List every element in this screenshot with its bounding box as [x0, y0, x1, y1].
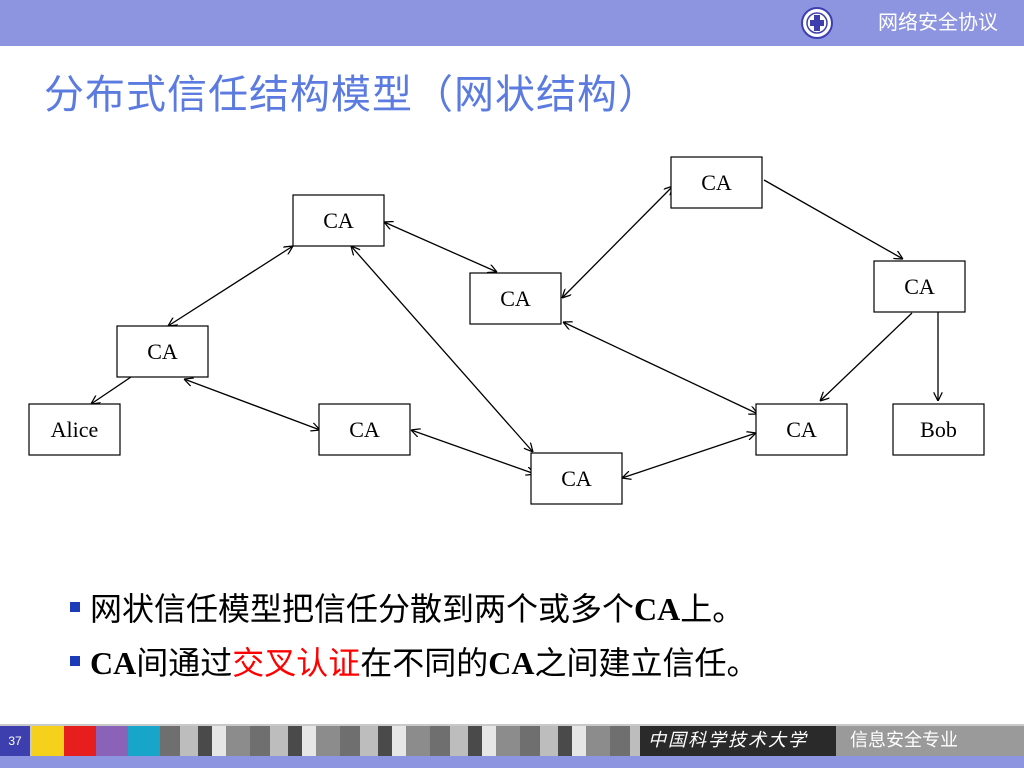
node-alice: Alice	[28, 403, 121, 456]
bullet-square-icon	[70, 602, 80, 612]
edge-ca-bottom-center-to-ca-bottom-right	[622, 433, 756, 478]
university-logo-icon	[801, 7, 833, 39]
svg-text:Alice: Alice	[51, 417, 99, 442]
svg-text:CA: CA	[323, 208, 354, 233]
edge-ca-bottom-left-to-ca-bottom-center	[411, 430, 535, 474]
svg-text:CA: CA	[786, 417, 817, 442]
footer-accent-line	[0, 756, 1024, 768]
svg-text:Bob: Bob	[920, 417, 957, 442]
edge-ca-top-right-to-ca-right	[763, 179, 903, 259]
node-bob: Bob	[892, 403, 985, 456]
node-ca-right: CA	[873, 260, 966, 313]
node-ca-bottom-center: CA	[530, 452, 623, 505]
color-swatch	[128, 726, 160, 756]
university-name: 中国科学技术大学	[648, 730, 808, 751]
bullet-item: 网状信任模型把信任分散到两个或多个CA上。	[70, 582, 759, 636]
decorative-photo-strip	[160, 726, 640, 756]
svg-text:CA: CA	[904, 274, 935, 299]
edge-ca-top-center-to-ca-bottom-center	[351, 246, 533, 452]
color-swatch	[32, 726, 64, 756]
edge-ca-middle-to-ca-top-right	[562, 186, 673, 298]
node-ca-top-center: CA	[292, 194, 385, 247]
svg-text:CA: CA	[701, 170, 732, 195]
node-ca-left: CA	[116, 325, 209, 378]
edge-ca-left-to-alice	[91, 376, 132, 404]
color-swatch	[96, 726, 128, 756]
node-ca-middle: CA	[469, 272, 562, 325]
svg-text:CA: CA	[349, 417, 380, 442]
edge-ca-right-to-ca-bottom-right	[820, 312, 913, 401]
edge-ca-top-center-to-ca-middle	[384, 222, 497, 272]
node-ca-bottom-right: CA	[755, 403, 848, 456]
svg-text:CA: CA	[147, 339, 178, 364]
course-name: 网络安全协议	[878, 10, 998, 34]
department-name: 信息安全专业	[850, 730, 958, 751]
svg-text:CA: CA	[561, 466, 592, 491]
node-ca-top-right: CA	[670, 156, 763, 209]
header-bar	[0, 0, 1024, 46]
slide-title: 分布式信任结构模型（网状结构）	[44, 72, 659, 118]
bullet-list: 网状信任模型把信任分散到两个或多个CA上。 CA间通过交叉认证在不同的CA之间建…	[70, 582, 759, 690]
edge-ca-top-center-to-ca-left	[168, 246, 293, 326]
edge-ca-middle-to-ca-bottom-right	[563, 322, 758, 414]
footer-gray-band	[836, 726, 1024, 756]
color-swatch	[64, 726, 96, 756]
page-number: 37	[0, 726, 30, 756]
cross-certification-highlight: 交叉认证	[232, 644, 361, 682]
svg-text:CA: CA	[500, 286, 531, 311]
footer-dark-band	[640, 726, 836, 756]
edge-ca-left-to-ca-bottom-left	[184, 379, 320, 430]
bullet-item: CA间通过交叉认证在不同的CA之间建立信任。	[70, 636, 759, 690]
bullet-square-icon	[70, 656, 80, 666]
node-ca-bottom-left: CA	[318, 403, 411, 456]
